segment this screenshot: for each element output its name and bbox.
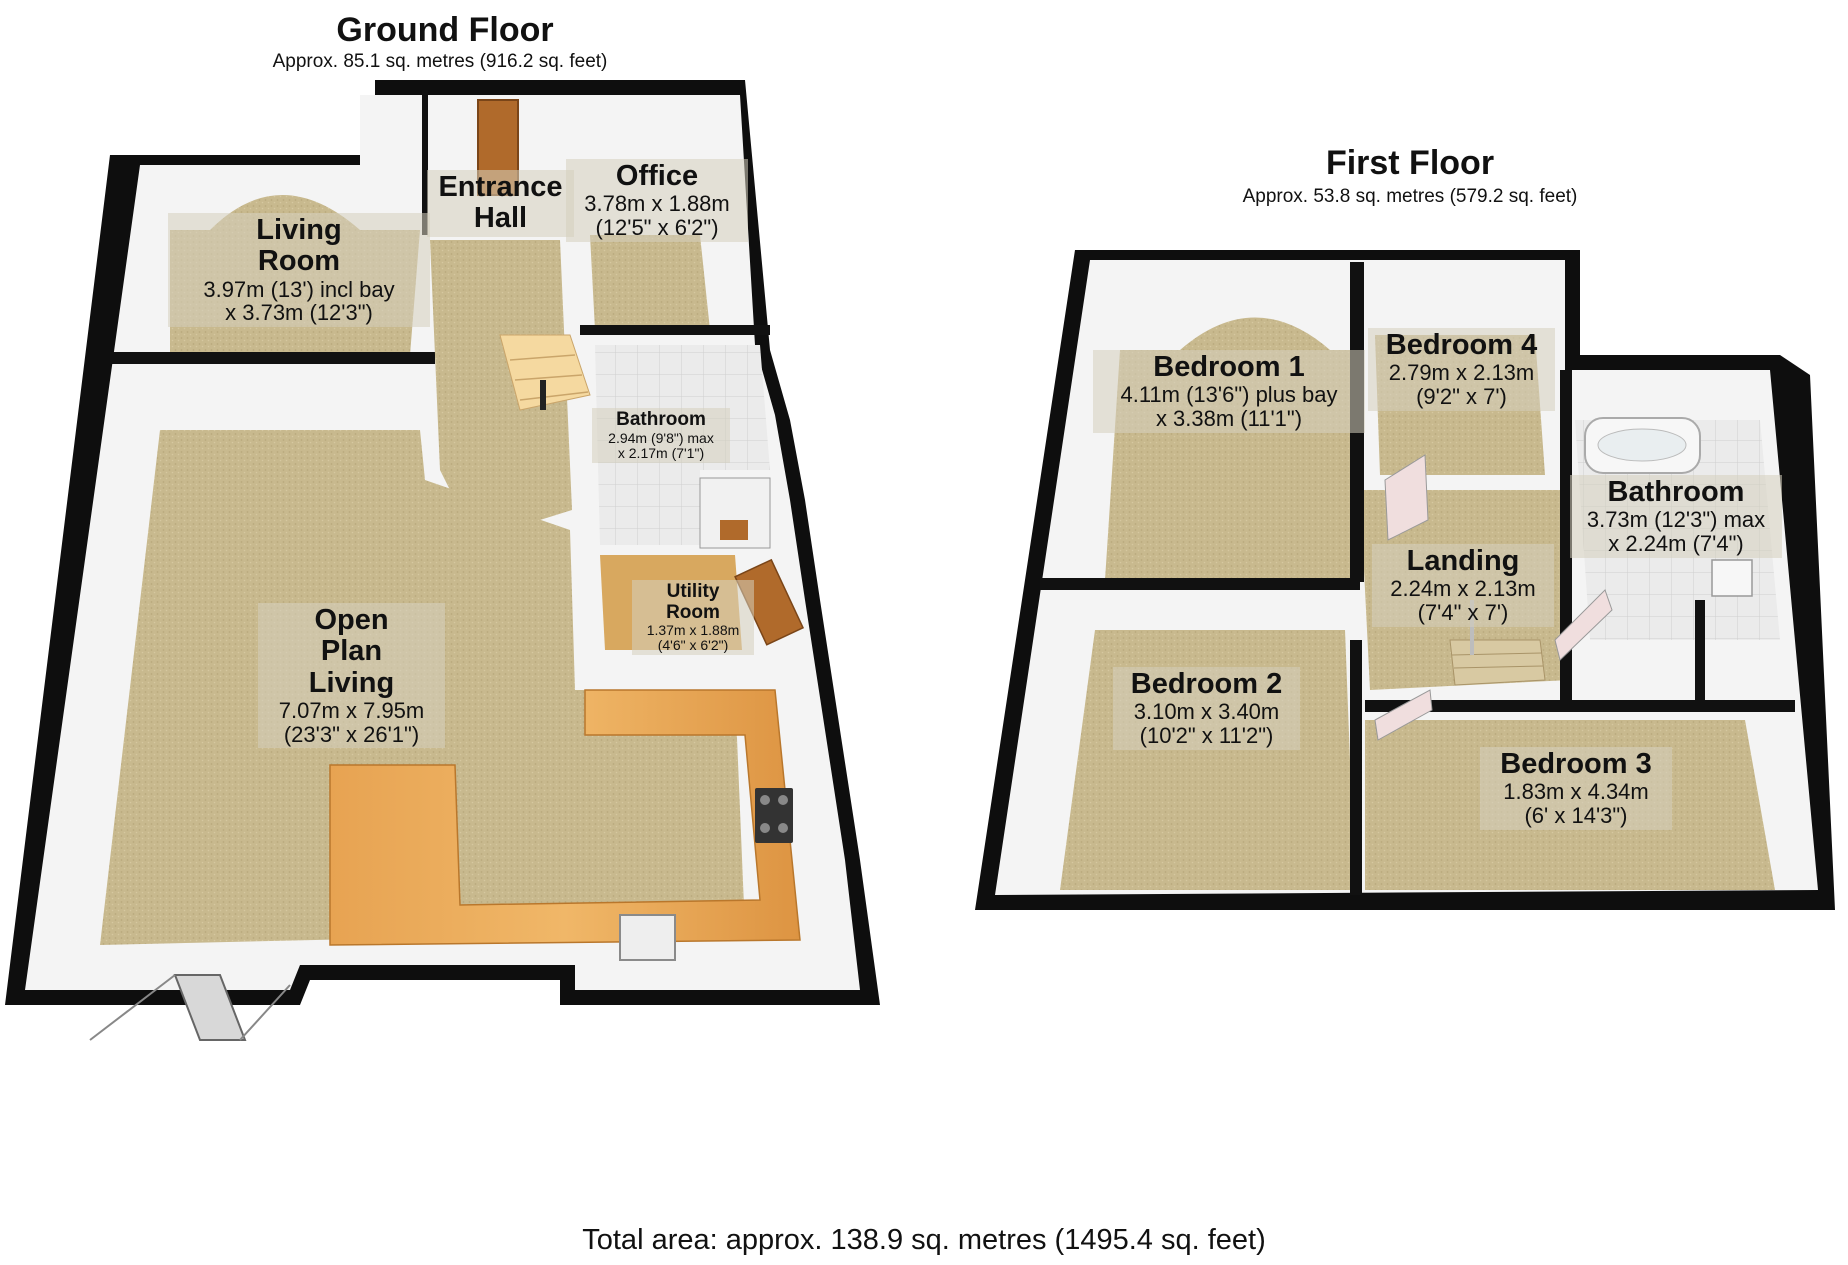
open-plan-name-2: Plan bbox=[320, 635, 383, 668]
open-plan-dim-2: (23'3" x 26'1") bbox=[283, 721, 420, 747]
bedroom3-name: Bedroom 3 bbox=[1500, 748, 1652, 780]
hob bbox=[755, 788, 793, 843]
bedroom2-name: Bedroom 2 bbox=[1130, 668, 1283, 700]
landing-name: Landing bbox=[1406, 545, 1520, 577]
entrance-hall-name-2: Hall bbox=[473, 202, 528, 235]
office-label: Office 3.78m x 1.88m (12'5" x 6'2") bbox=[566, 159, 748, 242]
ground-bathroom-dim-2: x 2.17m (7'1") bbox=[617, 444, 705, 461]
open-plan-name: Open bbox=[314, 604, 389, 636]
open-plan-name-3: Living bbox=[308, 666, 395, 699]
bedroom4-label: Bedroom 4 2.79m x 2.13m (9'2" x 7') bbox=[1368, 328, 1555, 411]
ground-floor-title: Ground Floor bbox=[336, 11, 554, 49]
living-room-label: Living Room 3.97m (13') incl bay x 3.73m… bbox=[168, 213, 430, 328]
living-room-name: Living bbox=[256, 214, 342, 246]
first-floor-title: First Floor bbox=[1325, 144, 1495, 182]
first-bathroom-name: Bathroom bbox=[1607, 476, 1745, 508]
office-name: Office bbox=[615, 160, 699, 192]
kitchen-sink bbox=[619, 914, 676, 961]
bedroom1-label: Bedroom 1 4.11m (13'6") plus bay x 3.38m… bbox=[1093, 350, 1365, 433]
bedroom3-door bbox=[1374, 689, 1433, 741]
living-room-dim: 3.97m (13') incl bay bbox=[203, 276, 395, 302]
living-room-name-2: Room bbox=[257, 245, 341, 278]
first-bathroom-label: Bathroom 3.73m (12'3") max x 2.24m (7'4"… bbox=[1570, 475, 1782, 558]
utility-room-label: Utility Room 1.37m x 1.88m (4'6" x 6'2") bbox=[632, 580, 754, 656]
landing-dim-2: (7'4" x 7') bbox=[1417, 600, 1509, 626]
bedroom3-dim-2: (6' x 14'3") bbox=[1524, 803, 1628, 829]
bedroom2-label: Bedroom 2 3.10m x 3.40m (10'2" x 11'2") bbox=[1113, 667, 1300, 750]
bedroom2-dim-2: (10'2" x 11'2") bbox=[1139, 723, 1274, 749]
bedroom4-door bbox=[1384, 454, 1429, 541]
office-dim: 3.78m x 1.88m bbox=[584, 191, 730, 217]
bedroom1-dim: 4.11m (13'6") plus bay bbox=[1120, 382, 1338, 408]
ground-bathroom-label: Bathroom 2.94m (9'8") max x 2.17m (7'1") bbox=[592, 408, 730, 463]
entrance-hall-label: Entrance Hall bbox=[427, 170, 574, 237]
office-dim-2: (12'5" x 6'2") bbox=[595, 215, 719, 241]
first-bathroom-dim-2: x 2.24m (7'4") bbox=[1608, 531, 1744, 557]
first-bathroom-dim: 3.73m (12'3") max bbox=[1586, 507, 1766, 533]
washbasin bbox=[1711, 559, 1753, 597]
bedroom4-dim-2: (9'2" x 7') bbox=[1416, 384, 1507, 410]
living-room-dim-2: x 3.73m (12'3") bbox=[225, 300, 373, 326]
office-floor bbox=[590, 235, 710, 330]
ground-bathroom-dim: 2.94m (9'8") max bbox=[608, 429, 714, 446]
patio-door bbox=[173, 974, 247, 1041]
ground-stairs bbox=[499, 334, 591, 411]
entrance-hall-name: Entrance bbox=[438, 171, 563, 203]
landing-label: Landing 2.24m x 2.13m (7'4" x 7') bbox=[1372, 544, 1554, 627]
first-stairs bbox=[1449, 600, 1546, 686]
bedroom4-name: Bedroom 4 bbox=[1385, 329, 1538, 361]
bedroom3-dim: 1.83m x 4.34m bbox=[1503, 779, 1649, 805]
entrance-hall-floor bbox=[430, 240, 572, 520]
bedroom3-label: Bedroom 3 1.83m x 4.34m (6' x 14'3") bbox=[1480, 747, 1672, 830]
utility-room-dim: 1.37m x 1.88m bbox=[646, 622, 740, 639]
bedroom1-name: Bedroom 1 bbox=[1153, 351, 1305, 383]
first-floor-area: Approx. 53.8 sq. metres (579.2 sq. feet) bbox=[1242, 186, 1578, 207]
first-bathroom-door bbox=[1554, 589, 1613, 661]
ground-floor-area: Approx. 85.1 sq. metres (916.2 sq. feet) bbox=[272, 51, 608, 72]
bedroom1-dim-2: x 3.38m (11'1") bbox=[1155, 406, 1303, 432]
landing-dim: 2.24m x 2.13m bbox=[1390, 576, 1536, 602]
bathtub bbox=[1584, 417, 1701, 474]
utility-room-dim-2: (4'6" x 6'2") bbox=[657, 637, 729, 654]
bedroom2-dim: 3.10m x 3.40m bbox=[1133, 699, 1280, 725]
open-plan-label: Open Plan Living 7.07m x 7.95m (23'3" x … bbox=[258, 603, 445, 749]
kitchen-counter bbox=[329, 689, 801, 946]
bedroom4-dim: 2.79m x 2.13m bbox=[1388, 360, 1535, 386]
ground-bathroom-name: Bathroom bbox=[616, 409, 706, 430]
utility-room-name: Utility bbox=[666, 581, 720, 602]
open-plan-dim: 7.07m x 7.95m bbox=[278, 697, 425, 723]
total-area: Total area: approx. 138.9 sq. metres (14… bbox=[582, 1224, 1266, 1256]
living-room-divider bbox=[110, 352, 435, 364]
utility-room-name-2: Room bbox=[666, 601, 720, 623]
